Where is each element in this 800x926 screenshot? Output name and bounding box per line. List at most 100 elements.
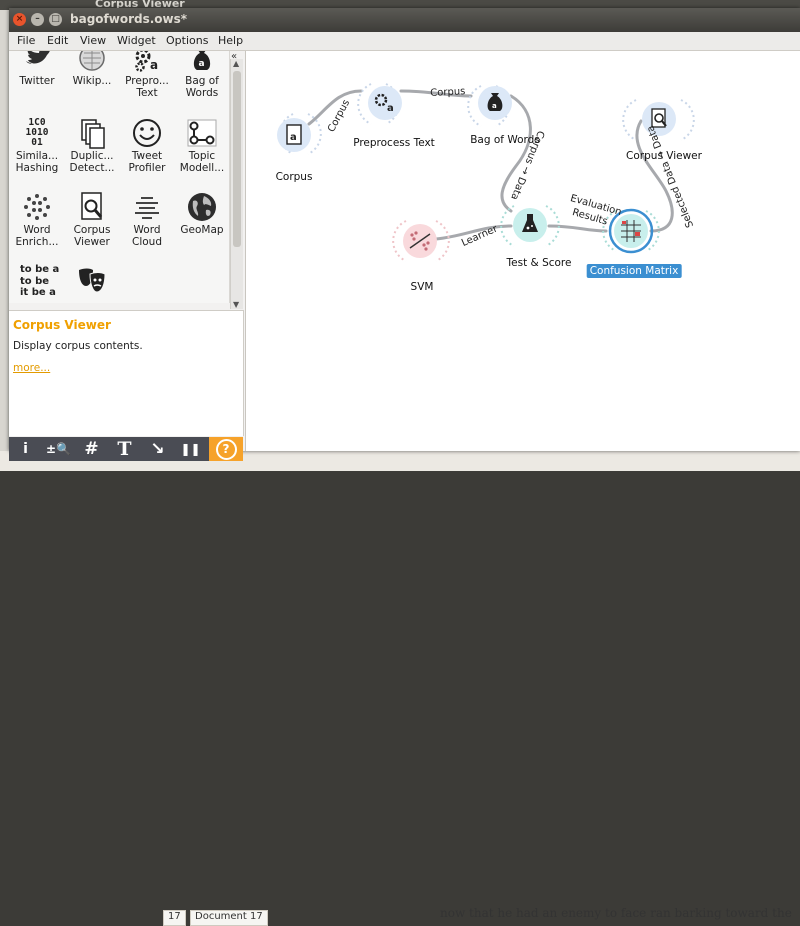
workflow-canvas[interactable]: a a a <box>245 51 800 451</box>
scatter-separator-icon <box>410 231 430 251</box>
background-row-name: Document 17 <box>190 910 268 926</box>
arrow-annotation-button[interactable]: ↘ <box>150 439 165 459</box>
widget-label: Wikip... <box>72 75 112 87</box>
node-label-confusion-matrix[interactable]: Confusion Matrix <box>586 264 682 278</box>
gears-a-icon: a <box>135 51 158 72</box>
widget-geomap[interactable]: GeoMap <box>175 190 229 236</box>
link-bagofwords-testscore <box>500 94 532 213</box>
widget-wikipedia[interactable]: Wikip... <box>65 51 119 87</box>
widget-bag-of-words[interactable]: a Bag of Words <box>175 51 229 99</box>
help-icon: ? <box>215 439 237 460</box>
menu-file[interactable]: File <box>17 34 36 47</box>
matrix-grid-icon <box>621 220 641 242</box>
widget-corpus-viewer[interactable]: Corpus Viewer <box>65 190 119 248</box>
widget-toolbox: Twitter Wikip... a Prepro... Text <box>9 51 230 303</box>
widget-word-cloud[interactable]: Word Cloud <box>120 190 174 248</box>
background-window-strip: Corpus Viewer <box>0 0 800 10</box>
text-annotation-button[interactable]: T <box>117 438 132 460</box>
node-label-svm[interactable]: SVM <box>410 281 434 293</box>
binary-digits-icon: 1C0 1010 01 <box>25 117 49 148</box>
link-preprocess-bagofwords <box>399 89 473 98</box>
node-label-corpus[interactable]: Corpus <box>275 171 313 183</box>
gears-icon <box>374 93 388 107</box>
background-document-text: now that he had an enemy to face ran bar… <box>440 906 792 920</box>
title-bar[interactable]: × – □ bagofwords.ows* <box>9 8 800 32</box>
maximize-window-button[interactable]: □ <box>49 13 62 26</box>
svg-text:a: a <box>199 59 205 69</box>
document-magnifier-icon <box>81 192 103 220</box>
widget-word-enrichment[interactable]: Word Enrich... <box>10 190 64 248</box>
widget-label: Topic Modell... <box>179 150 225 174</box>
widget-sentiment[interactable] <box>65 264 119 298</box>
menu-edit[interactable]: Edit <box>47 34 69 47</box>
menu-help[interactable]: Help <box>218 34 244 47</box>
node-confusion-matrix[interactable] <box>602 208 660 254</box>
orange-canvas-window: × – □ bagofwords.ows* File Edit View Wid… <box>9 8 800 461</box>
svg-text:a: a <box>492 102 497 110</box>
flask-icon <box>522 214 538 232</box>
node-test-and-score[interactable] <box>500 205 560 247</box>
menu-options[interactable]: Options <box>166 34 209 47</box>
pause-button[interactable]: ❚❚ <box>180 442 201 456</box>
node-preprocess-text[interactable]: a <box>357 83 402 125</box>
menu-widget[interactable]: Widget <box>117 34 156 47</box>
duplicate-pages-icon <box>81 119 105 149</box>
widget-label: Corpus Viewer <box>73 224 111 248</box>
widget-twitter[interactable]: Twitter <box>10 51 64 87</box>
scroll-up-arrow-icon[interactable]: ▲ <box>233 59 240 68</box>
description-more-link[interactable]: more... <box>13 362 51 374</box>
node-corpus-viewer[interactable] <box>622 99 695 141</box>
node-label-preprocess-text[interactable]: Preprocess Text <box>353 137 435 149</box>
link-svm-testscore <box>434 224 513 241</box>
node-label-bag-of-words[interactable]: Bag of Words <box>470 134 540 146</box>
widget-similarity-hashing[interactable]: 1C0 1010 01 Simila... Hashing <box>10 116 64 175</box>
widget-duplicate-detection[interactable]: Duplic... Detect... <box>65 116 119 174</box>
description-text: Display corpus contents. <box>13 340 143 352</box>
background-window-title: Corpus Viewer <box>95 0 185 10</box>
dots-circle-icon <box>24 194 50 220</box>
widget-description-panel: Corpus Viewer Display corpus contents. m… <box>9 310 244 436</box>
close-window-button[interactable]: × <box>13 13 26 26</box>
info-button[interactable]: i <box>23 441 28 457</box>
grid-button[interactable]: # <box>84 439 99 459</box>
link-testscore-confusion <box>547 224 608 233</box>
node-svm[interactable] <box>392 220 450 262</box>
smiley-icon <box>133 119 161 147</box>
zoom-button[interactable]: ±🔍 <box>46 442 71 456</box>
theater-masks-icon <box>79 268 106 293</box>
node-label-corpus-viewer[interactable]: Corpus Viewer <box>626 150 702 162</box>
globe-icon <box>188 193 216 221</box>
background-window-edge <box>0 10 9 471</box>
widget-label: GeoMap <box>180 224 224 236</box>
svg-text:a: a <box>290 132 297 143</box>
widget-label: Simila... Hashing <box>15 150 59 174</box>
widget-label: Twitter <box>19 75 55 87</box>
menu-view[interactable]: View <box>80 34 107 47</box>
word-cloud-icon <box>135 197 159 219</box>
to-be-text-icon: to be a to be it be a <box>20 264 60 298</box>
document-magnifier-icon <box>651 108 666 128</box>
document-a-icon <box>286 124 302 145</box>
widget-panel: Twitter Wikip... a Prepro... Text <box>9 51 244 461</box>
widget-preprocess-text[interactable]: a Prepro... Text <box>120 51 174 99</box>
widget-to-be[interactable]: to be a to be it be a <box>10 264 64 298</box>
scrollbar-thumb[interactable] <box>233 71 241 247</box>
scroll-down-arrow-icon[interactable]: ▼ <box>233 300 240 309</box>
help-button[interactable]: ? <box>209 437 243 461</box>
minimize-window-button[interactable]: – <box>31 13 44 26</box>
widget-label: Word Cloud <box>132 224 162 248</box>
canvas-toolbar: i ±🔍 # T ↘ ❚❚ ? <box>9 437 243 461</box>
widget-topic-modelling[interactable]: Topic Modell... <box>175 116 229 174</box>
description-title: Corpus Viewer <box>13 318 111 332</box>
node-corpus[interactable]: a <box>277 113 322 155</box>
topic-graph-icon <box>187 119 217 147</box>
widget-tweet-profiler[interactable]: Tweet Profiler <box>120 116 174 174</box>
widget-label: Duplic... Detect... <box>69 150 115 174</box>
node-label-test-and-score[interactable]: Test & Score <box>506 257 572 269</box>
collapse-panel-button[interactable]: « <box>231 51 238 62</box>
toolbox-scrollbar[interactable]: ▲ ▼ <box>230 59 243 309</box>
wikipedia-globe-icon <box>79 51 105 71</box>
widget-label: Tweet Profiler <box>128 150 166 174</box>
window-title: bagofwords.ows* <box>70 12 188 26</box>
node-bag-of-words[interactable]: a <box>467 85 512 127</box>
